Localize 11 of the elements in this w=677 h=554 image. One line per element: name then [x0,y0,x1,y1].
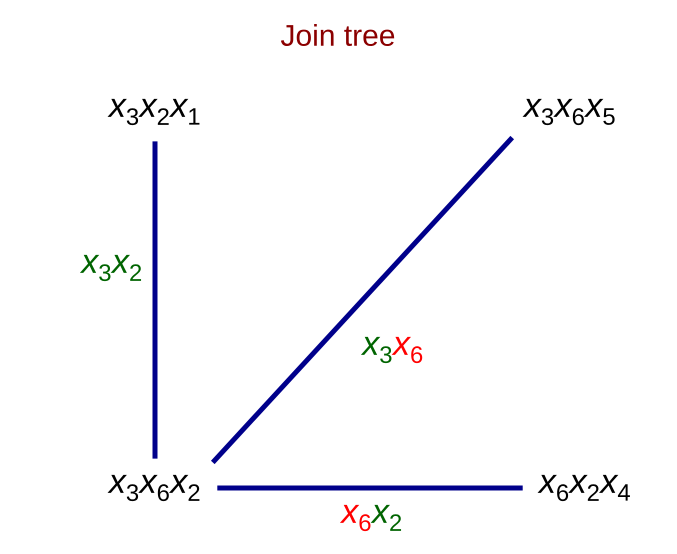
clique-label: $x_6x_2x_4$ [538,474,630,502]
edge-label: $\textcolor[HTML]{006400}{x_3}\textcolor[HTML]{FF0000}{x_6}$ [360,336,422,364]
clique-label: $x_3x_6x_2$ [108,474,200,502]
clique-label: $x_3x_6x_5$ [522,98,615,126]
title: Join tree [280,24,394,46]
edge-line [210,136,514,464]
edge-label: $\textcolor[HTML]{006400}{x_3x_2}$ [80,254,142,282]
edge-line [152,141,158,459]
edge-label: $\textcolor[HTML]{FF0000}{x_6}\textcolor[HTML]{006400}{x_2}$ [340,504,402,532]
clique-label: $x_3x_2x_1$ [108,98,200,126]
edge-line [217,486,523,490]
